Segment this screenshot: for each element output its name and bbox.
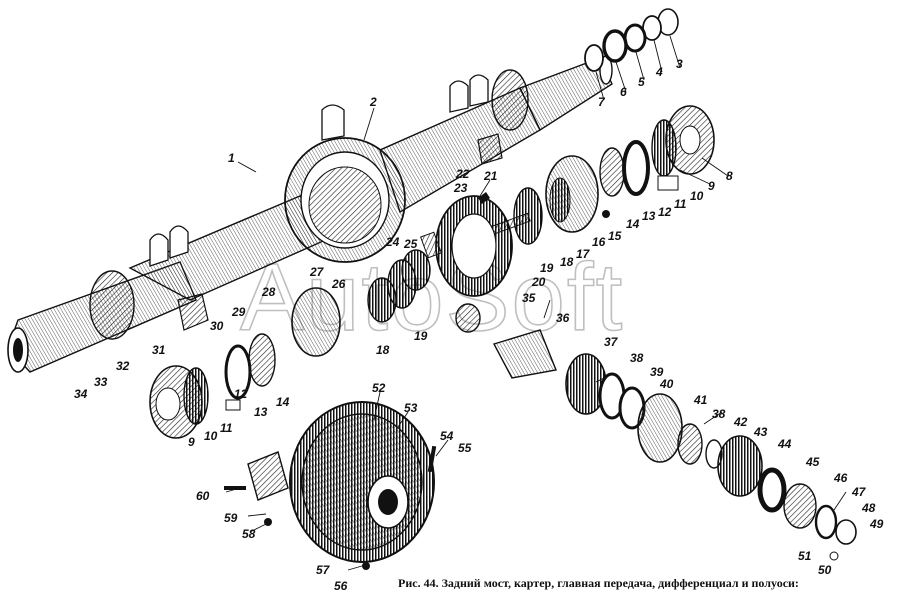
- label-23: 23: [453, 181, 468, 195]
- label-4: 4: [655, 65, 663, 79]
- label-11b: 11: [220, 421, 233, 435]
- label-29: 29: [231, 305, 246, 319]
- label-35: 35: [522, 291, 536, 305]
- label-49: 49: [869, 517, 884, 531]
- label-54: 54: [440, 429, 454, 443]
- differential-lower: [149, 259, 417, 439]
- label-58: 58: [242, 527, 256, 541]
- label-46: 46: [833, 471, 848, 485]
- label-34: 34: [74, 387, 88, 401]
- label-9b: 9: [188, 435, 195, 449]
- label-52: 52: [372, 381, 386, 395]
- label-51: 51: [798, 549, 812, 563]
- label-43: 43: [753, 425, 768, 439]
- label-18a: 18: [560, 255, 574, 269]
- label-50: 50: [818, 563, 832, 577]
- label-25: 25: [403, 237, 418, 251]
- label-44: 44: [777, 437, 792, 451]
- label-13a: 13: [642, 209, 656, 223]
- label-19b: 19: [414, 329, 428, 343]
- label-12a: 12: [658, 205, 672, 219]
- label-3: 3: [676, 57, 683, 71]
- label-30: 30: [210, 319, 224, 333]
- label-10b: 10: [204, 429, 218, 443]
- label-22: 22: [455, 167, 470, 181]
- label-14a: 14: [626, 217, 640, 231]
- label-12b: 12: [234, 387, 248, 401]
- label-21: 21: [483, 169, 498, 183]
- label-6: 6: [620, 85, 627, 99]
- differential-upper: [478, 105, 715, 245]
- label-24: 24: [385, 235, 400, 249]
- label-8: 8: [726, 169, 733, 183]
- drive-pinion: [455, 303, 857, 561]
- label-5: 5: [638, 75, 645, 89]
- label-45: 45: [805, 455, 820, 469]
- label-17: 17: [576, 247, 591, 261]
- label-57: 57: [316, 563, 331, 577]
- label-14b: 14: [276, 395, 290, 409]
- part-labels: 1 2 3 4 5 6 7 8 9 10 11 12 13 14 15 16 1…: [74, 57, 884, 593]
- label-9a: 9: [708, 179, 715, 193]
- ring-gear: [401, 195, 513, 297]
- label-16: 16: [592, 235, 606, 249]
- label-20: 20: [531, 275, 546, 289]
- label-1: 1: [228, 151, 235, 165]
- label-42: 42: [733, 415, 748, 429]
- label-40: 40: [659, 377, 674, 391]
- label-33: 33: [94, 375, 108, 389]
- label-47: 47: [851, 485, 867, 499]
- label-27: 27: [309, 265, 325, 279]
- label-53: 53: [404, 401, 418, 415]
- label-39: 39: [650, 365, 664, 379]
- axle-housing: [7, 55, 613, 373]
- label-28: 28: [261, 285, 276, 299]
- label-38a: 38: [630, 351, 644, 365]
- label-2: 2: [369, 95, 377, 109]
- label-26: 26: [331, 277, 346, 291]
- final-drive-housing: [224, 401, 437, 570]
- label-18b: 18: [376, 343, 390, 357]
- label-37: 37: [604, 335, 619, 349]
- label-10a: 10: [690, 189, 704, 203]
- label-56: 56: [334, 579, 348, 593]
- label-15: 15: [608, 229, 622, 243]
- label-60: 60: [196, 489, 210, 503]
- label-38b: 38: [712, 407, 726, 421]
- label-7: 7: [598, 95, 606, 109]
- leader-lines: [225, 35, 847, 571]
- label-41: 41: [693, 393, 708, 407]
- figure-caption: Рис. 44. Задний мост, картер, главная пе…: [398, 576, 799, 590]
- hub-seals-right: [584, 8, 679, 72]
- label-55: 55: [458, 441, 472, 455]
- label-48: 48: [861, 501, 876, 515]
- label-19a: 19: [540, 261, 554, 275]
- label-11a: 11: [674, 197, 687, 211]
- label-36: 36: [556, 311, 570, 325]
- label-31: 31: [152, 343, 166, 357]
- label-32: 32: [116, 359, 130, 373]
- label-59: 59: [224, 511, 238, 525]
- label-13b: 13: [254, 405, 268, 419]
